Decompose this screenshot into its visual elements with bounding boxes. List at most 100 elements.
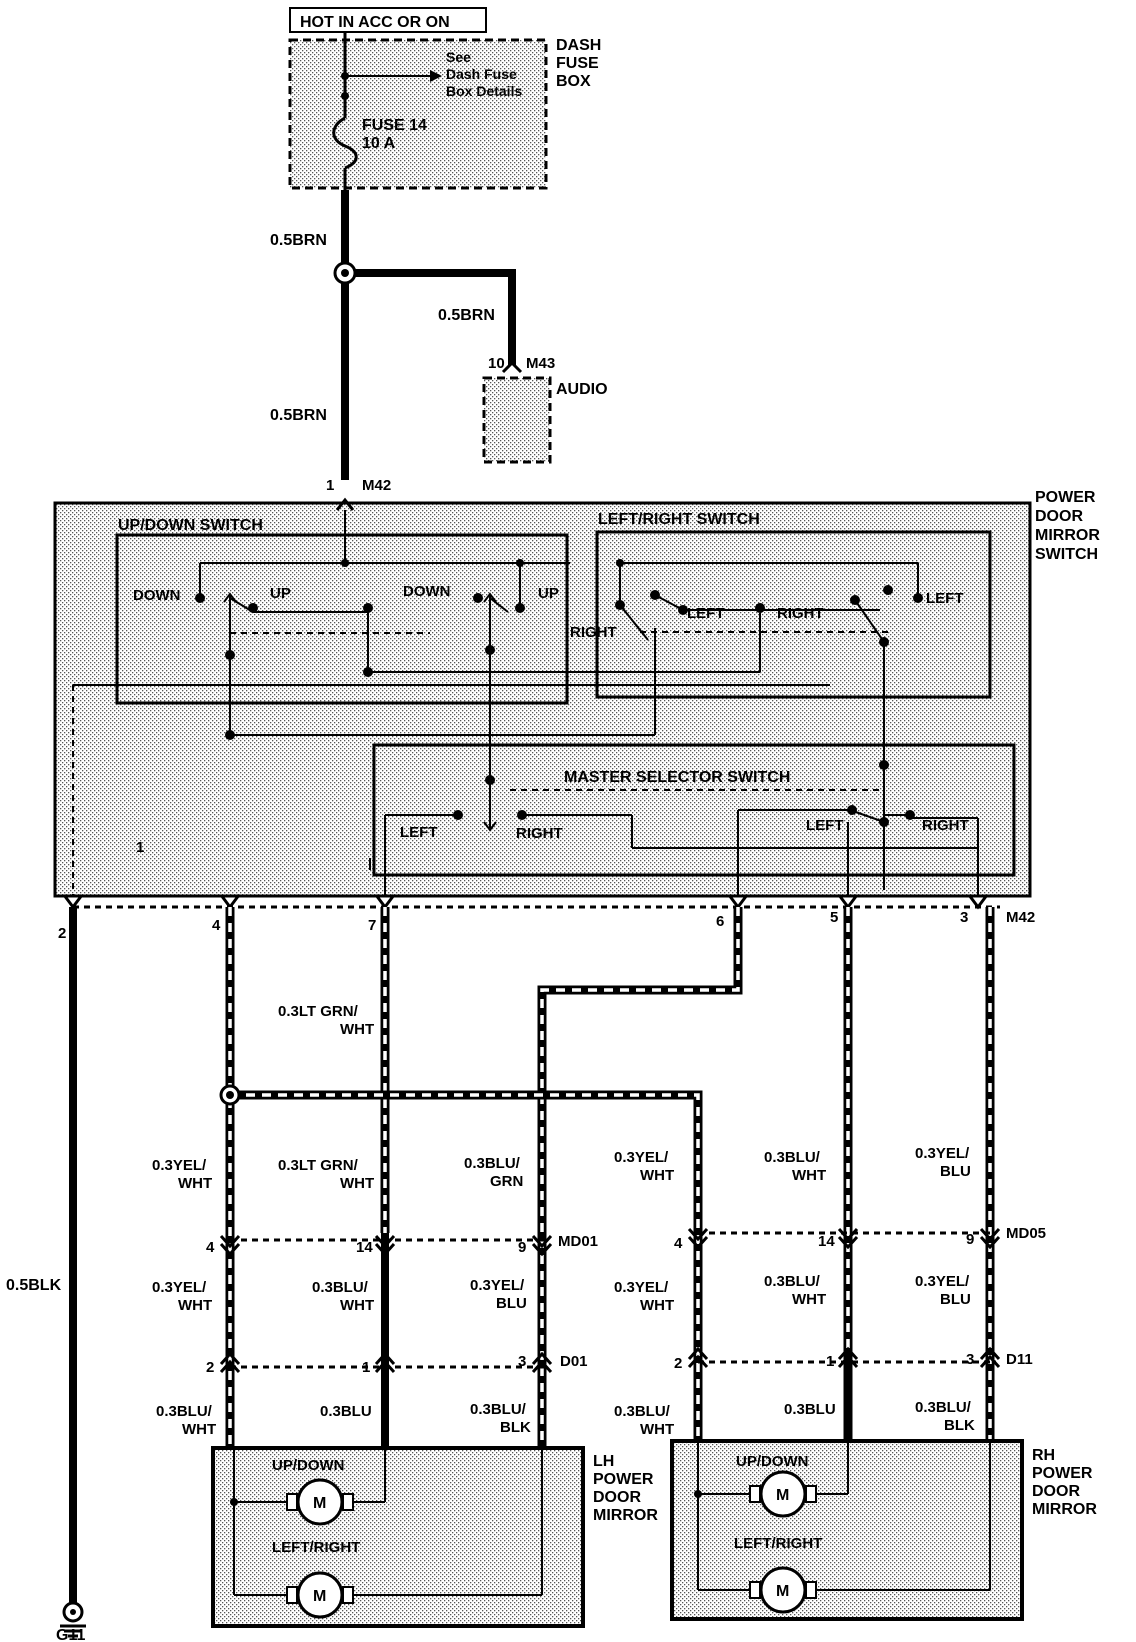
- md05-wire-a-2: WHT: [640, 1297, 674, 1314]
- ltgrn-wht-upper-1: 0.3LT GRN/: [278, 1003, 359, 1020]
- hot-label: HOT IN ACC OR ON: [300, 14, 450, 31]
- ltgrn-wht-mid-1: 0.3LT GRN/: [278, 1157, 359, 1174]
- updown-label-down-1: DOWN: [133, 587, 181, 604]
- ltgrn-wht-mid-2: WHT: [340, 1175, 374, 1192]
- rh-updown-motor-icon: [749, 1470, 817, 1518]
- lh-title-3: DOOR: [593, 1489, 641, 1506]
- rh-leftright-motor: M: [776, 1583, 789, 1600]
- fuse-name: FUSE 14: [362, 117, 427, 134]
- d01-wire-c-2: BLK: [500, 1419, 531, 1436]
- md05-pin-4: 4: [674, 1235, 683, 1252]
- brn-audio-label: 0.5BRN: [438, 307, 495, 324]
- leftright-switch-box: [595, 530, 992, 699]
- md05-wire-b-1: 0.3BLU/: [764, 1273, 821, 1290]
- m42-pin-4: 4: [212, 917, 221, 934]
- d01-pin-3: 3: [518, 1353, 526, 1370]
- brn-audio-wire: [355, 269, 516, 365]
- blu-wht-right-1: 0.3BLU/: [764, 1149, 821, 1166]
- audio-pin: 10: [488, 355, 505, 372]
- audio-connector: M43: [526, 355, 555, 372]
- m42-pin-7: 7: [368, 917, 376, 934]
- updown-switch-contacts: [72, 510, 830, 895]
- fuse-detail-arrow-icon: [430, 70, 442, 82]
- lh-updown-label: UP/DOWN: [272, 1457, 345, 1474]
- md01-wire-b-1: 0.3BLU/: [312, 1279, 369, 1296]
- leftright-label-right-2: RIGHT: [777, 605, 824, 622]
- d01-wire-b: 0.3BLU: [320, 1403, 372, 1420]
- lh-power-door-mirror: [211, 1446, 585, 1628]
- lh-mirror-internal-wiring: [230, 1448, 543, 1596]
- rh-mirror-internal-wiring: [694, 1441, 991, 1591]
- md01-wire-a-1: 0.3YEL/: [152, 1279, 207, 1296]
- master-selector-contacts: [369, 789, 979, 895]
- d11-wire-c-1: 0.3BLU/: [915, 1399, 972, 1416]
- md05-pin-9: 9: [966, 1231, 974, 1248]
- master-label-right-1: RIGHT: [516, 825, 563, 842]
- d01-pin-2: 2: [206, 1359, 214, 1376]
- d11-wire-b: 0.3BLU: [784, 1401, 836, 1418]
- master-selector-switch-box: [372, 743, 1016, 877]
- ltgrn-wht-upper-2: WHT: [340, 1021, 374, 1038]
- blu-grn-2: GRN: [490, 1173, 523, 1190]
- md01-name: MD01: [558, 1233, 598, 1250]
- dash-fuse-box: [288, 38, 548, 190]
- d11-pin-3: 3: [966, 1351, 974, 1368]
- m42-pin-3: 3: [960, 909, 968, 926]
- d01-name: D01: [560, 1353, 588, 1370]
- lh-title-2: POWER: [593, 1471, 654, 1488]
- m42-top-pin-icon: [335, 497, 355, 511]
- rh-title-2: POWER: [1032, 1465, 1093, 1482]
- leftright-label-left-2: LEFT: [926, 590, 964, 607]
- md01-pin-14: 14: [356, 1239, 373, 1256]
- hot-label-box: [289, 7, 487, 33]
- d11-pin-2: 2: [674, 1355, 682, 1372]
- leftright-label-left-1: LEFT: [687, 605, 725, 622]
- fuse-note-1: See: [446, 49, 471, 65]
- md01-pin-4: 4: [206, 1239, 215, 1256]
- rh-updown-label: UP/DOWN: [736, 1453, 809, 1470]
- md05-wire-a-1: 0.3YEL/: [614, 1279, 669, 1296]
- blu-wht-right-2: WHT: [792, 1167, 826, 1184]
- power-door-mirror-switch: [53, 501, 1032, 898]
- audio-unit-box: [482, 376, 552, 464]
- m42-pin-2: 2: [58, 925, 66, 942]
- m43-pin-arrow-icon: [501, 360, 523, 374]
- md05-name: MD05: [1006, 1225, 1046, 1242]
- d11-wire-a-1: 0.3BLU/: [614, 1403, 671, 1420]
- rh-leftright-label: LEFT/RIGHT: [734, 1535, 822, 1552]
- updown-title: UP/DOWN SWITCH: [118, 517, 263, 534]
- fuse-node-mid: [341, 92, 349, 100]
- m42-bottom-connector: M42: [1006, 909, 1035, 926]
- md05-wire-c-1: 0.3YEL/: [915, 1273, 970, 1290]
- d11-wire-c-2: BLK: [944, 1417, 975, 1434]
- fuse-box-title-1: DASH: [556, 37, 601, 54]
- rh-title-4: MIRROR: [1032, 1501, 1097, 1518]
- switch-top-connector: M42: [362, 477, 391, 494]
- lh-updown-motor-icon: [286, 1478, 354, 1526]
- updown-switch-box: [115, 533, 569, 705]
- rh-title-1: RH: [1032, 1447, 1055, 1464]
- switch-top-pin: 1: [326, 477, 334, 494]
- d11-wire-a-2: WHT: [640, 1421, 674, 1438]
- d11-name: D11: [1006, 1351, 1033, 1368]
- leftright-title: LEFT/RIGHT SWITCH: [598, 511, 760, 528]
- lh-leftright-motor: M: [313, 1588, 326, 1605]
- d11-pin-1: 1: [826, 1353, 834, 1370]
- md05-pin-14: 14: [818, 1233, 835, 1250]
- yel-wht-mid-1: 0.3YEL/: [614, 1149, 669, 1166]
- fuse-note-2: Dash Fuse: [446, 66, 517, 82]
- lh-title-1: LH: [593, 1453, 614, 1470]
- updown-label-up-1: UP: [270, 585, 291, 602]
- yel-blu-right-2: BLU: [940, 1163, 971, 1180]
- fuse-note-3: Box Details: [446, 83, 522, 99]
- md01-wire-a-2: WHT: [178, 1297, 212, 1314]
- d01-wire-a-1: 0.3BLU/: [156, 1403, 213, 1420]
- switch-title-1: POWER: [1035, 489, 1096, 506]
- switch-title-3: MIRROR: [1035, 527, 1100, 544]
- fuse-box-title-2: FUSE: [556, 55, 599, 72]
- switch-mark: 1: [136, 839, 144, 856]
- d-connector-chevron-icons: [219, 1346, 1001, 1374]
- leftright-label-right-1: RIGHT: [570, 624, 617, 641]
- md01-wire-c-1: 0.3YEL/: [470, 1277, 525, 1294]
